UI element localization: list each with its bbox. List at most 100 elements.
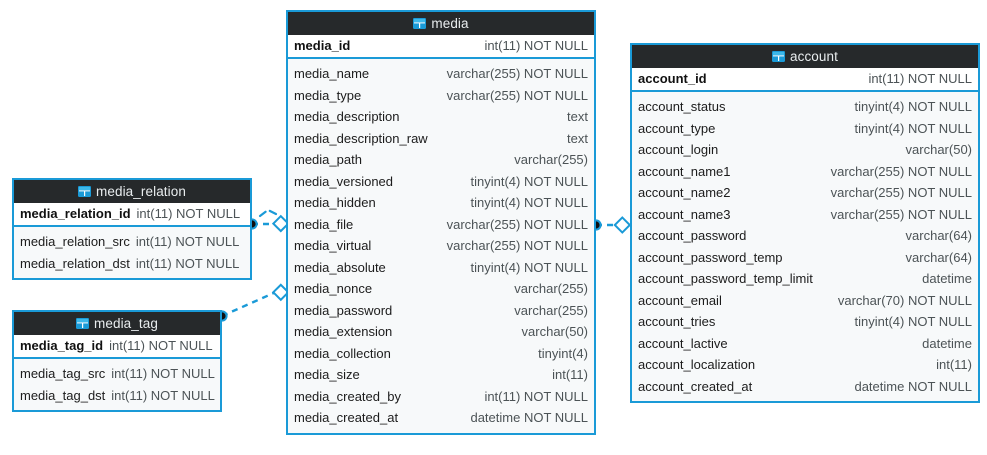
entity-media-primary-key-row[interactable]: media_id int(11) NOT NULL [288,35,594,59]
column-type: datetime NOT NULL [854,378,972,394]
column-type: varchar(255) NOT NULL [830,185,972,200]
column-name: media_extension [294,324,393,339]
entity-media[interactable]: media media_id int(11) NOT NULL media_na… [286,10,596,435]
column-type: tinyint(4) [538,345,588,361]
column-name: media_type [294,87,362,103]
entity-media-header: media [288,12,594,35]
column-row[interactable]: account_type tinyint(4) NOT NULL [638,118,972,140]
column-type: tinyint(4) NOT NULL [470,173,588,189]
column-name: media_collection [294,345,391,361]
pk-column-type: int(11) NOT NULL [484,38,588,53]
column-type: int(11) NOT NULL [135,255,240,271]
column-row[interactable]: media_virtual varchar(255) NOT NULL [294,235,588,257]
column-type: varchar(255) NOT NULL [830,206,972,222]
table-icon [772,51,785,62]
column-name: account_login [638,142,719,157]
entity-media_relation-name: media_relation [96,184,186,199]
column-row[interactable]: account_name1 varchar(255) NOT NULL [638,161,972,183]
entity-media_tag-primary-key-row[interactable]: media_tag_id int(11) NOT NULL [14,335,220,359]
column-name: account_tries [638,314,716,329]
column-type: varchar(64) [905,228,972,243]
pk-column-type: int(11) NOT NULL [136,206,241,221]
column-name: account_type [638,120,716,136]
column-row[interactable]: media_collection tinyint(4) [294,343,588,365]
column-row[interactable]: media_extension varchar(50) [294,321,588,343]
column-type: int(11) NOT NULL [111,366,215,381]
entity-media-name: media [431,16,469,31]
entity-media_relation-header: media_relation [14,180,250,203]
column-name: media_created_by [294,388,401,404]
column-type: varchar(64) [905,249,972,265]
entity-media_tag[interactable]: media_tag media_tag_id int(11) NOT NULL … [12,310,222,412]
column-type: text [567,109,588,124]
pk-column-name: media_id [294,38,351,53]
pk-column-name: media_relation_id [20,206,131,221]
column-type: datetime NOT NULL [470,410,588,425]
column-name: media_tag_src [20,366,106,381]
entity-media_tag-header: media_tag [14,312,220,335]
column-type: int(11) [552,367,588,382]
column-type: tinyint(4) NOT NULL [854,120,972,136]
relationship-media_relation-media[interactable] [246,208,290,233]
entity-account-header: account [632,45,978,68]
column-row[interactable]: media_name varchar(255) NOT NULL [294,63,588,85]
column-name: account_name3 [638,206,731,222]
column-name: media_virtual [294,238,372,253]
column-type: varchar(255) [514,302,588,318]
column-type: varchar(255) NOT NULL [446,216,588,232]
column-name: account_name1 [638,163,731,179]
column-type: datetime [922,271,972,286]
relationship-media-account[interactable] [590,216,632,234]
column-type: int(11) NOT NULL [135,234,240,249]
column-row[interactable]: media_versioned tinyint(4) NOT NULL [294,171,588,193]
column-type: varchar(50) [905,142,972,157]
column-name: account_name2 [638,185,731,200]
table-icon [78,186,92,197]
column-row[interactable]: account_login varchar(50) [638,139,972,161]
column-type: varchar(255) NOT NULL [830,163,972,179]
column-type: varchar(255) NOT NULL [446,238,588,253]
column-type: varchar(50) [521,324,588,339]
column-type: datetime [922,335,972,351]
column-row[interactable]: account_name2 varchar(255) NOT NULL [638,182,972,204]
column-row[interactable]: media_tag_src int(11) NOT NULL [20,363,215,385]
entity-media_relation-primary-key-row[interactable]: media_relation_id int(11) NOT NULL [14,203,250,227]
entity-account[interactable]: account account_id int(11) NOT NULL acco… [630,43,980,403]
table-icon [76,318,90,329]
column-row[interactable]: account_lactive datetime [638,333,972,355]
entity-account-primary-key-row[interactable]: account_id int(11) NOT NULL [632,68,978,92]
entity-media_relation[interactable]: media_relation media_relation_id int(11)… [12,178,252,280]
column-type: varchar(255) NOT NULL [446,66,588,81]
column-name: account_lactive [638,335,728,351]
relationship-media_tag-media[interactable] [216,283,290,322]
entity-media_tag-columns: media_tag_src int(11) NOT NULL media_tag_… [14,359,220,410]
column-name: media_name [294,66,370,81]
column-row[interactable]: account_name3 varchar(255) NOT NULL [638,204,972,226]
column-name: media_path [294,152,362,167]
column-name: media_versioned [294,173,394,189]
